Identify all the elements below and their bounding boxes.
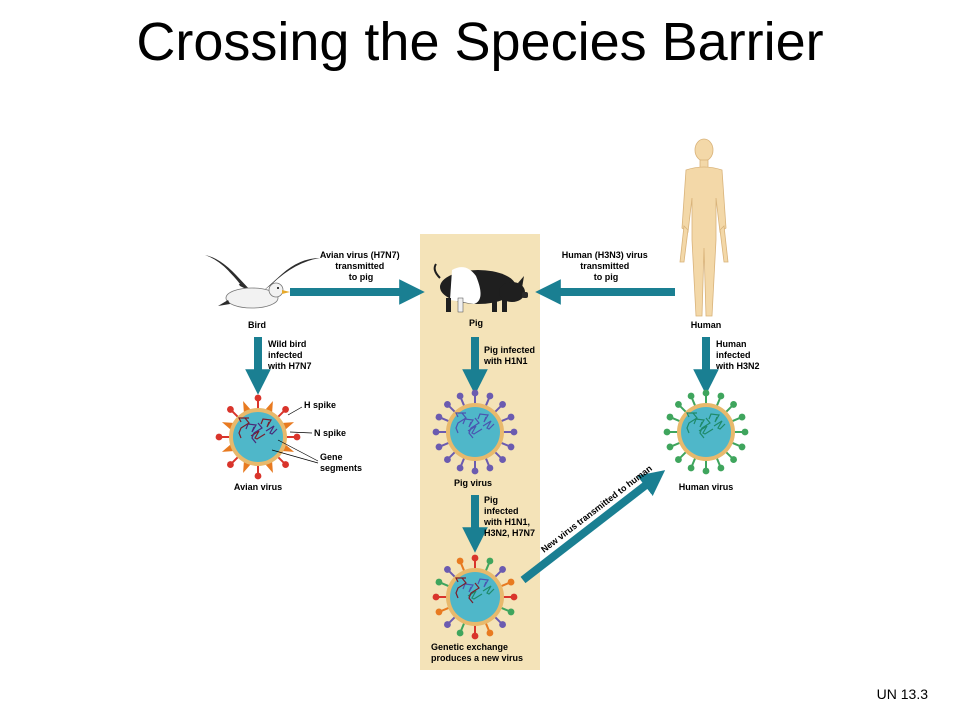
arrow-to-human-virus — [520, 470, 666, 584]
new-virus-icon — [432, 554, 518, 640]
label-avian-to-pig: Avian virus (H7N7) transmitted to pig — [320, 250, 402, 282]
pig-icon — [433, 263, 528, 313]
label-avian-virus: Avian virus — [234, 482, 282, 492]
label-wild-bird: Wild bird infected with H7N7 — [267, 339, 312, 371]
label-human-infected: Human infected with H3N2 — [715, 339, 760, 371]
arrows — [245, 279, 719, 584]
page-title: Crossing the Species Barrier — [136, 12, 824, 72]
label-n-spike: N spike — [314, 428, 346, 438]
label-new-virus-transmitted: New virus transmitted to human — [539, 463, 654, 554]
human-icon — [679, 138, 729, 317]
label-pig-virus: Pig virus — [454, 478, 492, 488]
label-h-spike: H spike — [304, 400, 336, 410]
pig-virus-icon — [432, 389, 518, 475]
label-genetic-exchange: Genetic exchange produces a new virus — [431, 642, 523, 663]
label-pig-multi: Pig infected with H1N1, H3N2, H7N7 — [483, 495, 535, 538]
bird-icon — [205, 255, 320, 309]
label-bird: Bird — [248, 320, 266, 330]
label-pig-infected: Pig infected with H1N1 — [483, 345, 538, 366]
human-virus-icon — [663, 389, 749, 475]
slide-number: UN 13.3 — [876, 686, 928, 702]
label-human-to-pig: Human (H3N3) virus transmitted to pig — [562, 250, 651, 282]
avian-virus-icon — [215, 394, 301, 480]
label-human-virus: Human virus — [679, 482, 734, 492]
avian-leaders — [271, 406, 319, 464]
label-human: Human — [691, 320, 722, 330]
label-pig: Pig — [469, 318, 483, 328]
label-gene-segments: Gene segments — [320, 452, 362, 473]
